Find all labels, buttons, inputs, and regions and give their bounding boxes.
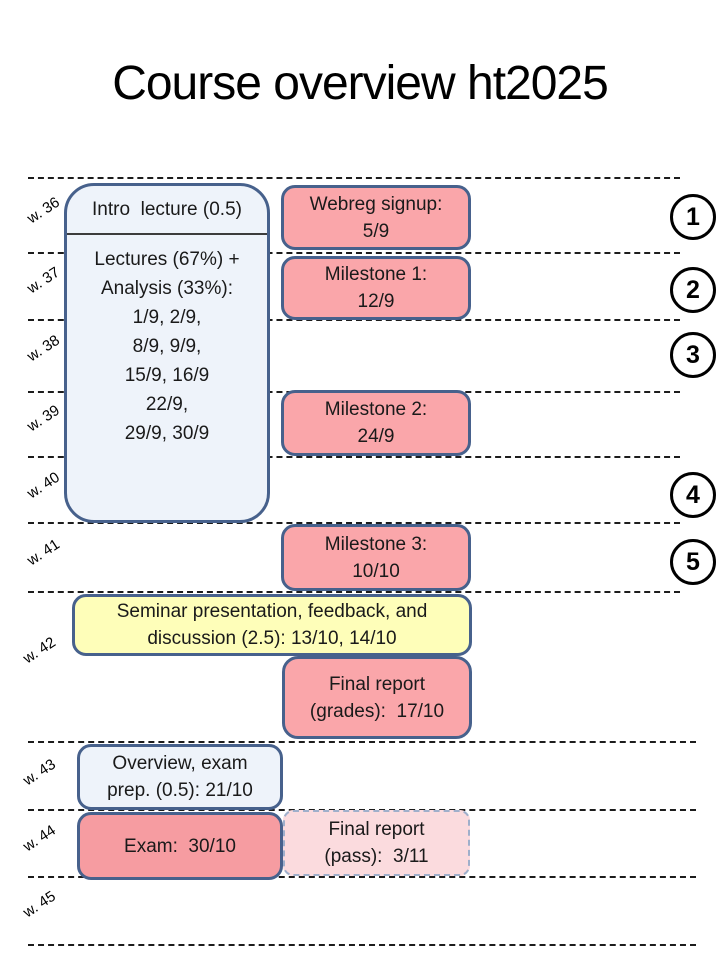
event-final-report-grades: Final report (grades): 17/10: [282, 656, 472, 739]
week-label-40: w. 40: [24, 468, 63, 503]
week-label-44: w. 44: [20, 821, 59, 856]
lectures-box: Intro lecture (0.5) Lectures (67%) + Ana…: [64, 183, 270, 523]
week-divider-line: [28, 252, 680, 254]
event-date: (grades): 17/10: [309, 700, 445, 722]
week-divider-line: [28, 522, 680, 524]
week-label-37: w. 37: [24, 263, 63, 298]
event-text-line: Final report: [328, 673, 426, 695]
lecture-line: 15/9, 16/9: [124, 365, 210, 386]
week-label-39: w. 39: [24, 401, 63, 436]
lectures-schedule: Lectures (67%) + Analysis (33%): 1/9, 2/…: [67, 235, 267, 448]
lecture-line: 22/9,: [145, 394, 189, 415]
lecture-line: 29/9, 30/9: [124, 423, 210, 444]
event-text-line: Seminar presentation, feedback, and: [116, 601, 428, 622]
intro-lecture-header: Intro lecture (0.5): [67, 186, 267, 235]
event-text-line: Overview, exam: [112, 753, 248, 774]
event-date: 24/9: [357, 426, 395, 447]
step-marker-4: 4: [670, 472, 716, 518]
event-date: 5/9: [362, 220, 390, 242]
step-marker-1: 1: [670, 194, 716, 240]
event-date: 10/10: [352, 560, 400, 582]
week-divider-line: [28, 456, 680, 458]
event-text-line: Exam: 30/10: [124, 835, 236, 857]
week-divider-line: [28, 741, 696, 743]
week-divider-line: [28, 177, 680, 179]
event-seminar: Seminar presentation, feedback, and disc…: [72, 594, 472, 656]
week-label-45: w. 45: [20, 887, 59, 922]
week-label-43: w. 43: [20, 755, 59, 790]
event-final-report-pass: Final report (pass): 3/11: [283, 810, 470, 876]
event-milestone-1: Milestone 1: 12/9: [281, 256, 471, 320]
event-text-line: Milestone 1:: [324, 264, 428, 285]
event-text-line: discussion (2.5): 13/10, 14/10: [147, 628, 397, 649]
lecture-line: 1/9, 2/9,: [132, 307, 202, 328]
week-label-38: w. 38: [24, 331, 63, 366]
week-divider-line: [28, 319, 680, 321]
step-marker-3: 3: [670, 332, 716, 378]
lecture-line: Analysis (33%):: [101, 278, 233, 299]
event-webreg-signup: Webreg signup: 5/9: [281, 185, 471, 250]
step-marker-5: 5: [670, 539, 716, 585]
event-text-line: Final report: [328, 819, 425, 840]
week-label-42: w. 42: [20, 633, 59, 668]
event-milestone-3: Milestone 3: 10/10: [281, 524, 471, 591]
lecture-line: Lectures (67%) +: [94, 249, 240, 270]
event-overview-exam-prep: Overview, exam prep. (0.5): 21/10: [77, 744, 283, 810]
week-label-36: w. 36: [24, 193, 63, 228]
event-text-line: Milestone 3:: [324, 533, 428, 555]
week-divider-line: [28, 944, 696, 946]
event-text-line: prep. (0.5): 21/10: [107, 780, 253, 801]
event-date: (pass): 3/11: [324, 846, 429, 867]
event-text-line: Milestone 2:: [324, 399, 428, 420]
event-milestone-2: Milestone 2: 24/9: [281, 390, 471, 456]
event-text-line: Webreg signup:: [309, 193, 443, 215]
step-marker-2: 2: [670, 267, 716, 313]
week-label-41: w. 41: [24, 535, 63, 570]
lecture-line: 8/9, 9/9,: [132, 336, 202, 357]
event-date: 12/9: [357, 291, 395, 312]
week-divider-line: [28, 876, 696, 878]
page-title: Course overview ht2025: [112, 57, 609, 110]
week-divider-line: [28, 591, 680, 593]
event-exam: Exam: 30/10: [77, 812, 283, 880]
